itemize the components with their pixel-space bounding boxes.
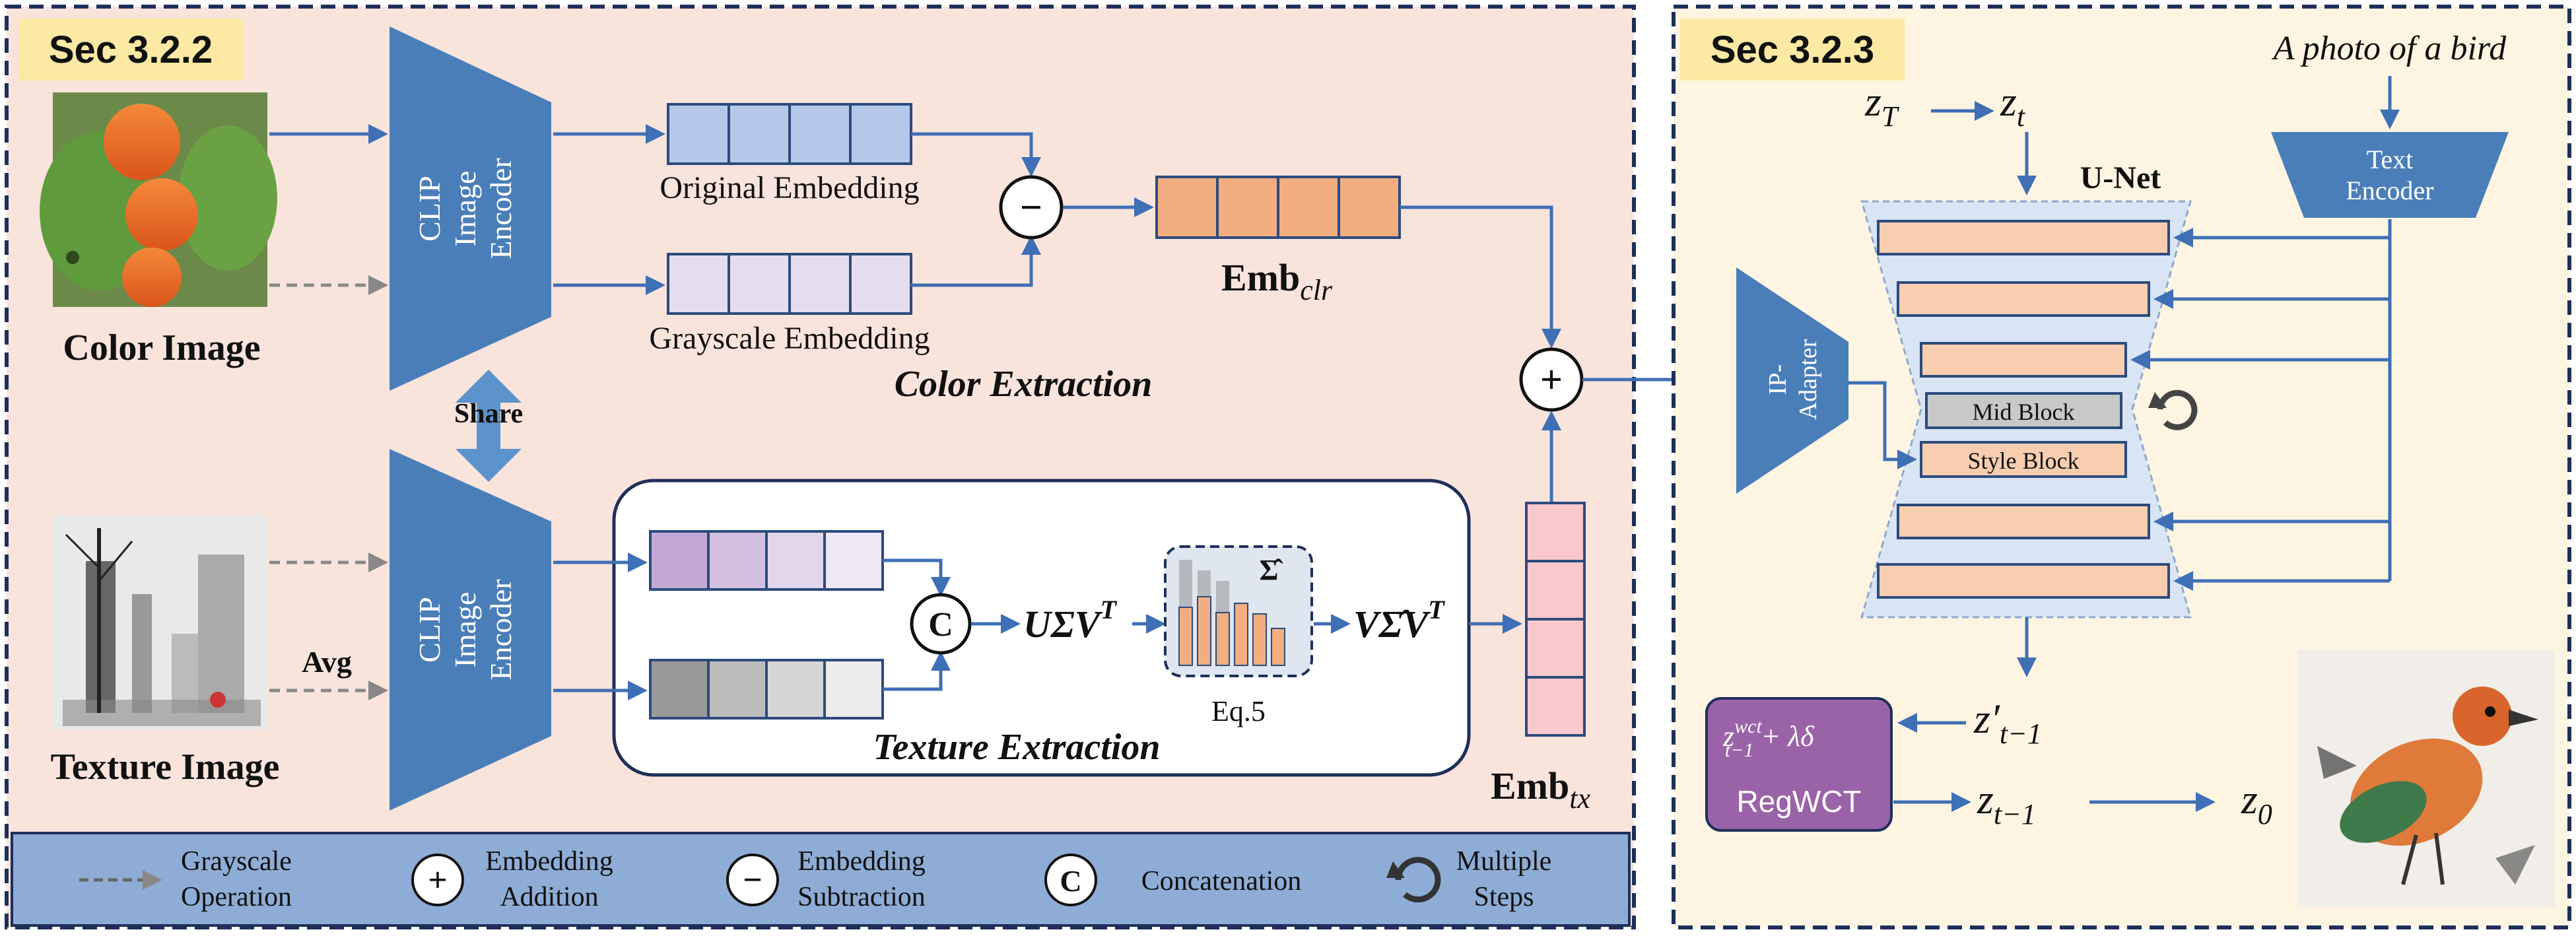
add-symbol: + xyxy=(1540,358,1563,401)
texture-extraction-label: Texture Extraction xyxy=(873,727,1160,768)
text-encoder-line2: Encoder xyxy=(2346,176,2433,205)
ip-adapter-line2: Adapter xyxy=(1794,339,1822,420)
multiple-steps-icon xyxy=(2148,389,2198,430)
unet-down-block-3 xyxy=(1920,342,2127,378)
legend-item-subtraction: − Embedding Subtraction xyxy=(726,846,926,912)
section-tag-right xyxy=(1680,18,1905,81)
ztm1-label: zt−1 xyxy=(1977,776,2036,830)
svg-text:Grayscale: Grayscale xyxy=(181,846,292,877)
avg-label: Avg xyxy=(302,645,352,679)
arrow-embclr-to-add xyxy=(1400,205,1561,349)
reconstruct-label: VΣ̂VT xyxy=(1353,595,1445,646)
color-image-label: Color Image xyxy=(63,327,260,368)
unet-up-block-1 xyxy=(1897,504,2150,539)
texture-image-label: Texture Image xyxy=(51,747,280,788)
share-arrow-icon xyxy=(456,370,522,482)
ip-adapter xyxy=(1736,267,1848,494)
grayscale-embedding-label: Grayscale Embedding xyxy=(649,321,930,356)
ip-adapter-line1: IP- xyxy=(1764,364,1792,395)
refresh-icon xyxy=(1386,857,1441,903)
color-extraction-label: Color Extraction xyxy=(895,364,1153,405)
share-label: Share xyxy=(454,399,523,429)
svg-text:Embedding: Embedding xyxy=(797,846,926,877)
svg-text:Concatenation: Concatenation xyxy=(1141,866,1302,896)
plus-circle-icon xyxy=(411,854,464,906)
legend-item-grayscale: Grayscale Operation xyxy=(79,846,292,912)
original-embedding-label: Original Embedding xyxy=(660,170,919,205)
grayscale-embedding xyxy=(667,253,912,315)
svg-text:Addition: Addition xyxy=(500,882,598,912)
svg-text:Embedding: Embedding xyxy=(485,846,613,877)
unet-down-block-1 xyxy=(1877,220,2170,255)
mid-block xyxy=(1925,392,2122,429)
legend-item-multiple-steps: Multiple Steps xyxy=(1386,846,1551,912)
add-node xyxy=(1519,347,1584,412)
encoder-bottom-line2: Image xyxy=(448,592,482,668)
regwct-box xyxy=(1705,697,1893,832)
z0-label: z0 xyxy=(2241,776,2272,830)
zT-label: zT xyxy=(1864,78,1900,133)
subtract-node xyxy=(999,175,1064,240)
concat-symbol: C xyxy=(928,606,953,644)
color-image xyxy=(40,92,277,307)
eq-label: Eq.5 xyxy=(1211,695,1266,727)
concat-circle-icon xyxy=(1044,854,1097,906)
emb-tx-vector xyxy=(1525,502,1586,737)
legend-item-addition: + Embedding Addition xyxy=(411,846,613,912)
clip-encoder-top xyxy=(390,26,551,391)
section-tag-left xyxy=(18,18,243,81)
emb-tx-label: Embtx xyxy=(1491,764,1590,815)
legend-item-concatenation: C Concatenation xyxy=(1044,854,1302,906)
arrow-texorig-to-concat xyxy=(883,558,951,597)
svg-text:Multiple: Multiple xyxy=(1456,846,1552,877)
regwct-label: RegWCT xyxy=(1736,784,1861,819)
texture-image xyxy=(53,515,267,729)
svg-text:Operation: Operation xyxy=(181,882,292,912)
encoder-top-line3: Encoder xyxy=(484,158,518,259)
unet-label: U-Net xyxy=(2080,160,2161,195)
style-block-label: Style Block xyxy=(1968,448,2080,474)
section-label-left: Sec 3.2.2 xyxy=(49,28,213,71)
clip-encoder-bottom xyxy=(390,449,551,811)
concat-node xyxy=(910,593,972,655)
unet-up-block-2 xyxy=(1877,563,2170,599)
arrow-original-to-subtract xyxy=(911,132,1041,177)
style-block xyxy=(1920,441,2127,478)
svg-text:C: C xyxy=(1060,864,1081,898)
output-image xyxy=(2297,650,2555,908)
subtract-symbol: − xyxy=(1020,185,1042,229)
section-label-right: Sec 3.2.3 xyxy=(1711,28,1874,71)
unet-down-block-2 xyxy=(1897,281,2150,317)
svg-text:−: − xyxy=(743,861,763,899)
sigma-hat-bars xyxy=(1178,560,1285,666)
mid-block-label: Mid Block xyxy=(1972,399,2074,425)
texture-embedding-original xyxy=(649,530,884,591)
svg-text:+: + xyxy=(428,861,448,899)
zprime-label: z′t−1 xyxy=(1973,695,2042,750)
arrow-texgray-to-concat xyxy=(883,651,951,691)
encoder-bottom-line3: Encoder xyxy=(484,579,518,680)
encoder-bottom-line1: CLIP xyxy=(413,597,446,663)
encoder-top-line2: Image xyxy=(448,171,482,247)
prompt-text: A photo of a bird xyxy=(2272,30,2507,67)
original-embedding xyxy=(667,103,912,165)
emb-clr-vector xyxy=(1155,176,1401,239)
svg-text:Steps: Steps xyxy=(1474,882,1534,912)
legend-bar xyxy=(11,832,1631,927)
emb-clr-label: Embclr xyxy=(1221,256,1333,306)
arrow-ipadapter-to-styleblock xyxy=(1848,381,1917,469)
zt-label: zt xyxy=(2000,78,2026,133)
text-encoder xyxy=(2271,132,2509,218)
text-encoder-line1: Text xyxy=(2367,145,2414,174)
svd-label: UΣVT xyxy=(1023,595,1117,646)
minus-circle-icon xyxy=(726,854,779,906)
arrow-grayscale-to-subtract xyxy=(911,235,1041,287)
svg-text:Subtraction: Subtraction xyxy=(797,882,926,912)
texture-embedding-grayscale xyxy=(649,659,884,720)
encoder-top-line1: CLIP xyxy=(413,176,446,242)
